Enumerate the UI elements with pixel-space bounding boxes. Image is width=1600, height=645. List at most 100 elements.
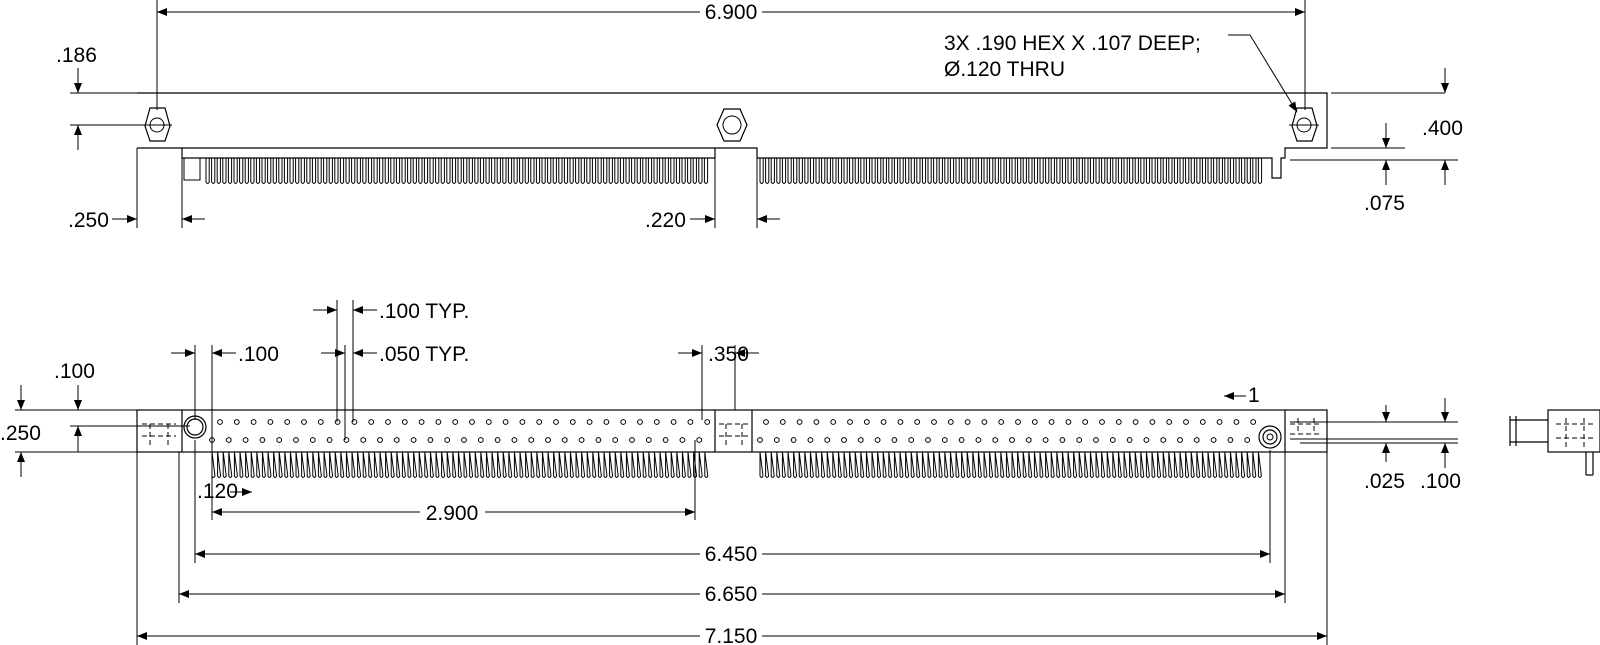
pin-hole: [603, 419, 610, 425]
contact-tooth: [759, 158, 764, 184]
pin-lead: [463, 451, 468, 478]
contact-tooth: [1241, 158, 1246, 184]
pin-lead: [631, 451, 636, 478]
pin-lead: [1201, 451, 1206, 478]
pin-lead: [698, 451, 703, 478]
contact-tooth: [1257, 158, 1263, 184]
pin-lead: [1022, 451, 1027, 478]
contact-tooth: [267, 158, 272, 184]
contact-tooth: [317, 158, 322, 184]
pin-lead: [642, 451, 647, 478]
contact-tooth: [446, 158, 451, 184]
pin-hole: [790, 437, 797, 443]
pin-lead: [659, 451, 664, 478]
pin-lead: [972, 451, 977, 478]
pin-hole: [830, 419, 837, 425]
pin-hole: [1199, 419, 1206, 425]
pin-hole: [301, 419, 307, 425]
top-view: 6.900 3X .190 HEX X .107 DEEP; Ø.120 THR…: [56, 0, 1463, 232]
contact-tooth: [1201, 158, 1207, 184]
pin-lead: [418, 451, 423, 478]
pin-lead: [301, 451, 306, 478]
contact-tooth: [1089, 158, 1095, 184]
pin-lead: [401, 451, 406, 478]
pin-hole: [217, 419, 223, 425]
contact-tooth: [1000, 158, 1005, 184]
pin-lead: [424, 451, 429, 478]
pin-hole: [435, 419, 442, 425]
pin-lead: [1017, 451, 1022, 478]
contact-tooth: [412, 158, 417, 184]
pin-hole: [452, 419, 459, 425]
pin-lead: [849, 451, 854, 478]
pin-lead: [256, 451, 261, 478]
pin-lead: [815, 451, 820, 478]
contact-tooth: [541, 158, 546, 184]
pin-lead: [261, 451, 266, 478]
contact-tooth: [944, 158, 949, 184]
pin-hole: [908, 437, 915, 443]
pin-hole: [931, 419, 937, 425]
pin-hole: [757, 437, 763, 443]
pin-lead: [250, 451, 255, 478]
pin-lead: [1101, 451, 1106, 478]
pin-lead: [306, 451, 311, 478]
pin-lead: [832, 451, 837, 478]
pin-hole: [1160, 437, 1167, 443]
contact-tooth: [703, 158, 709, 184]
pin-hole: [704, 419, 711, 425]
contact-tooth: [300, 158, 305, 184]
pin-hole: [511, 437, 518, 443]
contact-tooth: [692, 158, 697, 184]
contact-tooth: [586, 158, 591, 184]
contact-tooth: [1050, 158, 1055, 184]
dim-6650-label: 6.650: [705, 583, 758, 606]
pin-hole: [309, 437, 316, 443]
contact-tooth: [921, 158, 927, 184]
contact-tooth: [367, 158, 373, 184]
dim-6900-label: 6.900: [705, 1, 758, 24]
contact-tooth: [339, 158, 345, 184]
pin-hole: [360, 437, 367, 443]
pin-hole: [1065, 419, 1072, 425]
pin-hole: [477, 437, 484, 443]
pin-lead: [592, 451, 597, 478]
pin-hole: [670, 419, 677, 425]
pin-lead: [525, 451, 530, 478]
pin-lead: [989, 451, 994, 478]
pin-lead: [1039, 451, 1044, 478]
contact-tooth: [1033, 158, 1039, 184]
pin-lead: [765, 451, 770, 478]
pin-lead: [1067, 451, 1072, 478]
pin-hole: [536, 419, 543, 425]
pin-lead: [933, 451, 938, 478]
contact-tooth: [1140, 158, 1145, 184]
contact-tooth: [283, 158, 289, 184]
pin-hole: [578, 437, 585, 443]
contact-tooth: [1207, 158, 1212, 184]
contact-tooth: [227, 158, 233, 184]
contact-tooth: [1252, 158, 1257, 184]
contact-tooth: [698, 158, 703, 184]
contact-tooth: [1196, 158, 1201, 184]
pin-hole: [914, 419, 921, 425]
pin-lead: [379, 451, 384, 478]
pin-hole: [992, 437, 999, 443]
contact-tooth: [670, 158, 675, 184]
pin-hole: [284, 419, 291, 425]
pin-lead: [1078, 451, 1083, 478]
pin-lead: [759, 451, 764, 478]
dim-250-top-label: .250: [68, 209, 109, 232]
contact-tooth: [826, 158, 831, 184]
contact-tooth: [463, 158, 468, 184]
pin-lead: [217, 451, 222, 478]
contact-tooth: [1073, 158, 1078, 184]
contact-tooth: [1185, 158, 1190, 184]
contact-tooth: [1106, 158, 1111, 184]
pin-lead: [1218, 451, 1223, 478]
pin-lead: [1005, 451, 1010, 478]
contact-tooth: [787, 158, 792, 184]
pin-lead: [373, 451, 378, 478]
pin-hole: [696, 437, 703, 443]
pin-lead: [625, 451, 630, 478]
